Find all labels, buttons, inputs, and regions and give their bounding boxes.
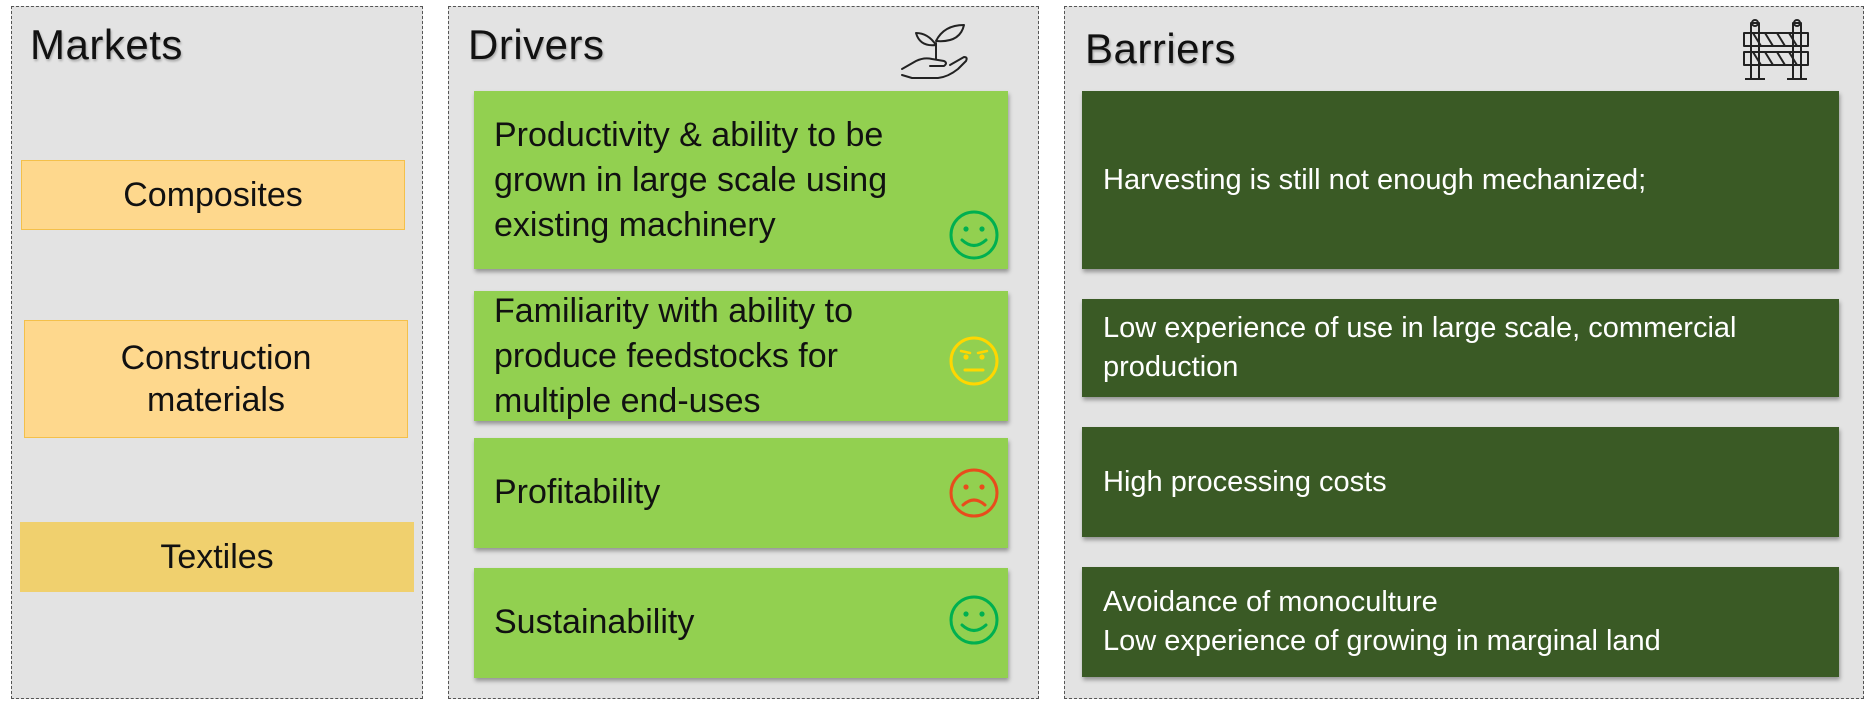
barrier-item-processing-costs: High processing costs [1082,427,1839,537]
driver-item-familiarity: Familiarity with ability to produce feed… [474,291,1008,421]
markets-title: Markets [30,21,183,68]
neutral-face-icon [949,336,999,386]
drivers-title: Drivers [468,21,605,68]
barrier-item-label: Harvesting is still not enough mechanize… [1103,163,1647,196]
driver-item-profitability: Profitability [474,438,1008,548]
hand-holding-plant-icon [898,21,972,81]
market-item-construction-materials: Construction materials [24,320,408,438]
smiley-face-icon [949,595,999,645]
drivers-panel: Drivers Productivity & ability to be gro… [448,6,1039,699]
market-item-label: Construction materials [120,338,312,420]
barrier-item-label: Avoidance of monoculture Low experience … [1103,586,1661,657]
barrier-item-harvesting: Harvesting is still not enough mechanize… [1082,91,1839,269]
barrier-item-monoculture: Avoidance of monoculture Low experience … [1082,567,1839,677]
barrier-item-low-experience: Low experience of use in large scale, co… [1082,299,1839,397]
barriers-panel: Barriers Harvesting is still not enough … [1064,6,1864,699]
barrier-item-label: Low experience of use in large scale, co… [1103,312,1737,383]
driver-item-sustainability: Sustainability [474,568,1008,678]
driver-item-label: Familiarity with ability to produce feed… [494,292,853,421]
market-item-textiles: Textiles [20,522,414,592]
barriers-title: Barriers [1085,25,1237,72]
driver-item-label: Productivity & ability to be grown in la… [494,116,888,245]
driver-item-productivity: Productivity & ability to be grown in la… [474,91,1008,269]
markets-panel: Markets Composites Construction material… [11,6,423,699]
driver-item-label: Profitability [494,473,661,511]
smiley-face-icon [949,210,999,260]
driver-item-label: Sustainability [494,603,695,641]
market-item-label: Textiles [160,537,274,576]
market-item-composites: Composites [21,160,405,230]
sad-face-icon [949,468,999,518]
market-item-label: Composites [123,175,303,214]
roadblock-barrier-icon [1741,19,1811,83]
barrier-item-label: High processing costs [1103,465,1387,498]
